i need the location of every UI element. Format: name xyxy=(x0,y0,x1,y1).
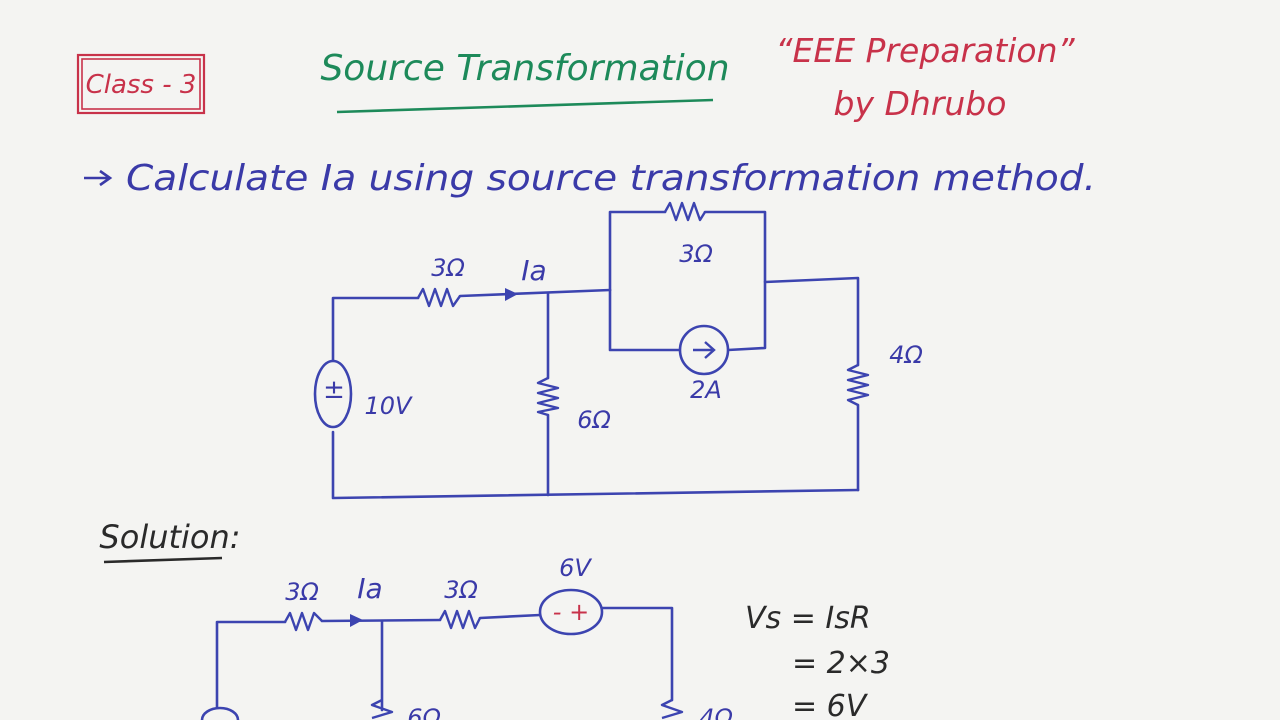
title-underline xyxy=(336,98,714,114)
equation-line-2: = 2×3 xyxy=(792,646,890,681)
problem-statement: Calculate Ia using source transformation… xyxy=(84,158,1096,199)
resistor-6ohm xyxy=(536,376,560,417)
solution-current-arrow-icon xyxy=(350,614,363,627)
resistor-3ohm-series xyxy=(416,287,461,308)
circuit-diagram-original: ± 3Ω Ia 3Ω 2A 4Ω 10V 6Ω xyxy=(313,201,923,500)
voltage-source-icon xyxy=(313,359,353,429)
current-arrow-icon xyxy=(505,288,518,301)
label-ia: Ia xyxy=(521,254,546,287)
solution-heading: Solution: xyxy=(99,518,240,556)
solution-vsrc-polarity: - + xyxy=(553,598,589,626)
channel-author: by Dhrubo xyxy=(834,84,1007,123)
solution-label-r2: 3Ω xyxy=(444,576,478,604)
equation-line-1: Vs = IsR xyxy=(745,601,871,636)
solution-label-r-right: 4Ω xyxy=(699,704,733,720)
channel-name: “EEE Preparation” xyxy=(775,31,1075,70)
voltage-source-polarity: ± xyxy=(323,375,345,405)
label-r-parallel: 3Ω xyxy=(679,240,713,268)
solution-label-ia: Ia xyxy=(357,572,382,605)
solution-label-r1: 3Ω xyxy=(285,578,319,606)
resistor-3ohm-parallel xyxy=(663,201,707,222)
equations: Vs = IsR = 2×3 = 6V xyxy=(745,601,890,720)
solution-underline xyxy=(103,556,223,564)
class-label: Class - 3 xyxy=(86,70,197,100)
solution-resistor-1 xyxy=(283,611,323,632)
label-r-shunt: 6Ω xyxy=(577,406,611,434)
label-current-source: 2A xyxy=(690,376,722,404)
problem-text: Calculate Ia using source transformation… xyxy=(126,158,1096,199)
page-title: Source Transformation xyxy=(320,48,729,89)
label-voltage: 10V xyxy=(365,392,414,420)
arrow-icon xyxy=(84,169,113,187)
label-r-right: 4Ω xyxy=(889,341,923,369)
solution-voltage-source-icon xyxy=(538,588,604,636)
solution-label-vsrc: 6V xyxy=(559,554,592,582)
equation-line-3: = 6V xyxy=(792,689,869,720)
label-r-series: 3Ω xyxy=(431,254,465,282)
solution-resistor-2 xyxy=(438,609,482,630)
class-label-box: Class - 3 xyxy=(76,53,206,115)
circuit-diagram-transformed: - + 3Ω Ia 3Ω 6V 4Ω 6Ω xyxy=(200,554,733,720)
solution-label-r-shunt: 6Ω xyxy=(407,704,441,720)
resistor-4ohm xyxy=(846,363,870,407)
